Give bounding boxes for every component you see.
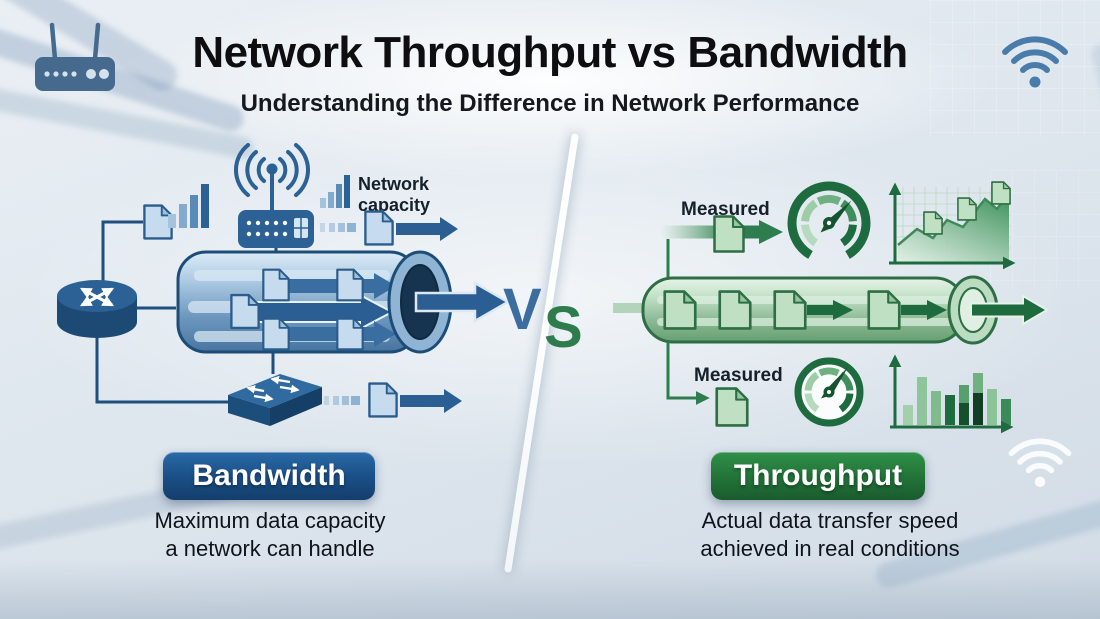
wifi-icon [1002,36,1068,88]
exit-arrow [414,280,510,324]
throughput-pipe [613,275,1049,345]
throughput-caption-line2: achieved in real conditions [700,536,960,562]
throughput-diagram: Measured [613,181,1049,434]
bandwidth-caption-line2: a network can handle [165,536,375,562]
document-icon [714,216,744,252]
measured-label-bottom: Measured [694,365,783,386]
document-icon [664,291,696,329]
document-icon [144,205,172,239]
bar-chart-icon [888,354,1014,434]
data-trail-top [320,223,356,232]
router-device-icon [35,22,115,91]
measured-arrow-tail [661,225,723,239]
wifi-icon-bottom [1008,438,1072,488]
modem-icon [238,210,314,248]
document-icon [231,295,259,328]
speedometer-icon-top [787,181,871,259]
router-icon [57,280,137,338]
document-icon [774,291,806,329]
bandwidth-diagram: Network capacity [57,143,510,426]
measured-label-top: Measured [681,199,770,220]
document-icon [337,269,363,301]
vs-letter-s: S [544,295,583,360]
exit-arrow [970,294,1049,326]
document-icon [263,269,289,301]
background-grid [930,0,1100,135]
bandwidth-caption-line1: Maximum data capacity [154,508,386,533]
network-capacity-label-line2: capacity [358,195,430,215]
throughput-caption-line1: Actual data transfer speed [701,508,959,533]
document-icon [337,318,363,350]
speedometer-icon-bottom [794,357,864,427]
document-icon [263,318,289,350]
throughput-caption: Actual data transfer speed achieved in r… [680,507,980,563]
switch-icon [228,374,322,426]
connector-line [666,342,710,405]
document-icon [716,388,748,426]
bandwidth-caption: Maximum data capacity a network can hand… [120,507,420,563]
page-subtitle: Understanding the Difference in Network … [240,90,860,117]
vs-letter-v: V [503,277,542,342]
throughput-badge: Throughput [711,452,925,500]
bandwidth-badge: Bandwidth [163,452,375,500]
input-line [613,303,647,313]
bandwidth-pipe [176,250,510,354]
document-icon [868,291,900,329]
arrow-icon [396,217,458,241]
page-title: Network Throughput vs Bandwidth [192,28,908,77]
background-bottom-shade [0,559,1100,619]
data-trail-bottom [324,396,360,405]
document-icon [369,383,397,417]
document-icon [365,211,393,245]
antenna-icon [234,143,310,210]
capacity-bars-icon [320,175,350,208]
signal-bars-icon [168,184,209,228]
arrow-icon [400,389,462,413]
network-capacity-label-line1: Network [358,174,430,194]
area-chart-icon [888,182,1016,270]
document-icon [719,291,751,329]
